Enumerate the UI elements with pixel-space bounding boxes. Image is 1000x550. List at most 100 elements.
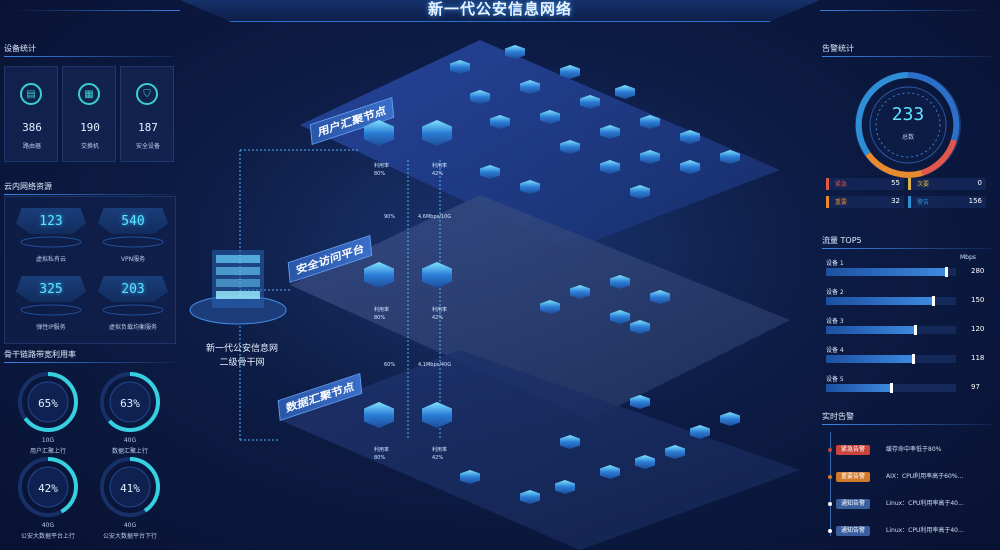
alarm-level-badge: 紧急告警: [836, 445, 871, 455]
timeline-dot: [828, 529, 832, 533]
traffic-bar-fill: [826, 326, 916, 334]
bw-ring-fill-2: [100, 372, 160, 432]
eip-value: 325: [16, 276, 86, 302]
server-node[interactable]: [600, 465, 620, 479]
alarm-cell-value: 156: [968, 197, 982, 205]
traffic-value: 118: [971, 354, 985, 362]
bw-2-label: 数据汇聚上行: [111, 448, 148, 455]
router-count: 386: [22, 121, 42, 134]
switch-label: 交换机: [80, 143, 99, 150]
server-node[interactable]: [364, 262, 394, 288]
traffic-bar-tip: [931, 296, 935, 306]
backbone-label-line1: 新一代公安信息网: [205, 344, 278, 354]
server-node[interactable]: [635, 455, 655, 469]
server-node[interactable]: [422, 262, 452, 288]
backbone-label: 新一代公安信息网 二级骨干网: [196, 342, 288, 370]
timeline-line: [830, 432, 831, 536]
server-node[interactable]: [610, 310, 630, 324]
switch-card[interactable]: ▦ 190 交换机: [62, 66, 116, 162]
link1-pct: 90%: [384, 214, 396, 220]
server-node[interactable]: [520, 180, 540, 194]
server-node[interactable]: [630, 320, 650, 334]
server-node[interactable]: [470, 90, 490, 104]
header-line-left: [10, 10, 180, 11]
switch-icon: ▦: [78, 83, 100, 105]
bw-3-cap: 40G: [41, 522, 55, 529]
alarm-level-badge: 通知告警: [836, 526, 871, 536]
traffic-value: 97: [971, 383, 980, 391]
server-node[interactable]: [422, 402, 452, 428]
server-node[interactable]: [560, 140, 580, 154]
bw-1-cap: 10G: [41, 437, 55, 444]
server-node[interactable]: [560, 435, 580, 449]
server-node[interactable]: [364, 402, 394, 428]
server-node[interactable]: [720, 412, 740, 426]
server-node[interactable]: [460, 470, 480, 484]
server-node[interactable]: [680, 160, 700, 174]
eip-label: 弹性IP服务: [36, 324, 66, 331]
server-node[interactable]: [555, 480, 575, 494]
server-node[interactable]: [540, 110, 560, 124]
bw-ring-inner: [27, 381, 69, 423]
page-title: 新一代公安信息网络: [427, 0, 572, 18]
server-node[interactable]: [490, 115, 510, 129]
server-node[interactable]: [560, 65, 580, 79]
server-node[interactable]: [630, 185, 650, 199]
security-device-card[interactable]: ⛉ 187 安全设备: [120, 66, 174, 162]
alarm-cell-value: 0: [977, 179, 982, 187]
server-node[interactable]: [520, 490, 540, 504]
timeline-dot: [828, 502, 832, 506]
traffic-value: 150: [971, 296, 985, 304]
cloud-resources-title: 云内网络资源: [4, 180, 174, 195]
server-node[interactable]: [480, 165, 500, 179]
server-node[interactable]: [680, 130, 700, 144]
server-node[interactable]: [630, 395, 650, 409]
router-card[interactable]: ▤ 386 路由器: [4, 66, 58, 162]
link2-pct: 60%: [384, 362, 396, 368]
server-node[interactable]: [615, 85, 635, 99]
traffic-unit: Mbps: [960, 254, 976, 261]
server-node[interactable]: [665, 445, 685, 459]
bw-3-percent: 42%: [38, 482, 58, 495]
server-node[interactable]: [650, 290, 670, 304]
server-node[interactable]: [540, 300, 560, 314]
timeline-dot: [828, 475, 832, 479]
alarm-text: Linux：CPU利用率高于40...: [886, 527, 964, 534]
server-node[interactable]: [600, 125, 620, 139]
server-node[interactable]: [690, 425, 710, 439]
traffic-bar-track: [826, 325, 956, 335]
alarm-text: 缓存命中率低于80%: [886, 446, 942, 453]
server-node[interactable]: [610, 275, 630, 289]
traffic-title: 流量 TOP5: [822, 234, 991, 249]
bw-ring-inner: [109, 466, 151, 508]
server-node[interactable]: [520, 80, 540, 94]
server-node[interactable]: [640, 115, 660, 129]
traffic-row-4[interactable]: 设备 4 118: [826, 345, 991, 367]
server-node[interactable]: [580, 95, 600, 109]
server-node[interactable]: [450, 60, 470, 74]
server-node[interactable]: [600, 160, 620, 174]
sec-util-b: 42%: [432, 315, 444, 321]
link2-rate: 4.1Mbps/40G: [418, 362, 452, 368]
server-node[interactable]: [720, 150, 740, 164]
bw-ring-fill-3: [18, 457, 78, 517]
traffic-device-name: 设备 4: [826, 347, 844, 354]
alarm-cell-name: 重要: [835, 199, 848, 206]
server-node[interactable]: [640, 150, 660, 164]
realtime-alarm-row[interactable]: 紧急告警 缓存命中率低于80%: [826, 443, 991, 457]
user-util-a-label: 利用率: [374, 163, 390, 169]
server-node[interactable]: [505, 45, 525, 59]
server-node[interactable]: [570, 285, 590, 299]
traffic-bar-fill: [826, 297, 934, 305]
realtime-alarm-row[interactable]: 通知告警 Linux：CPU利用率高于40...: [826, 524, 991, 538]
